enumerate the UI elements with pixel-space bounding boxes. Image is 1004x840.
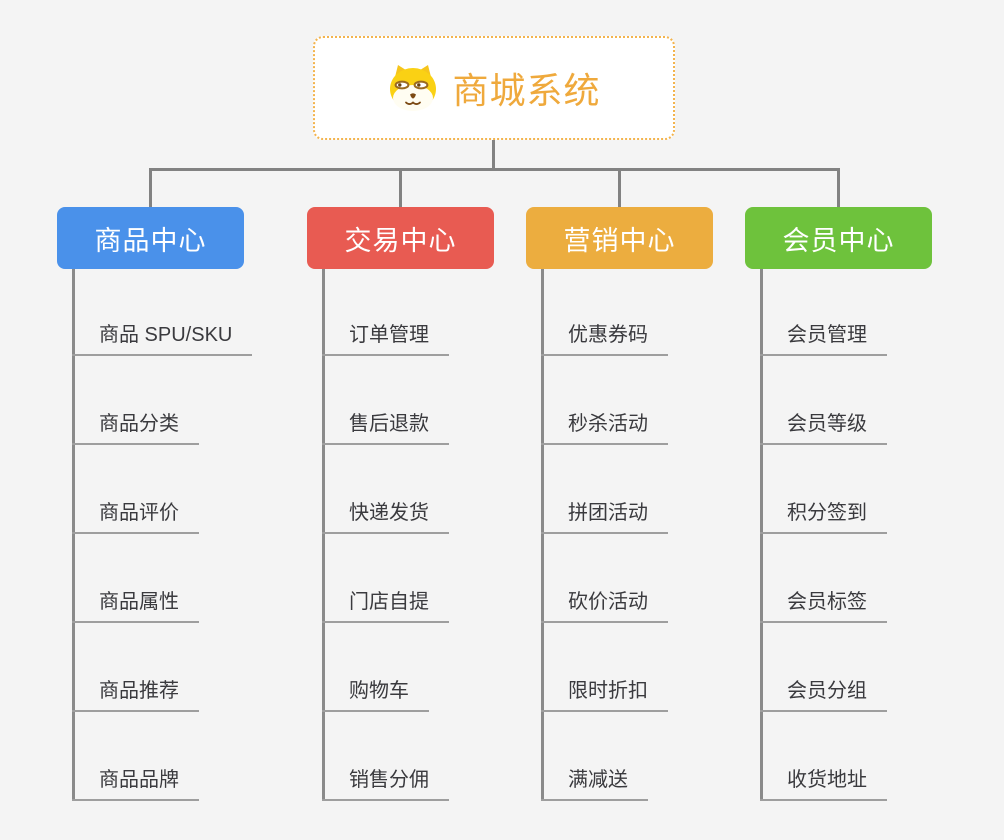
leaf-node[interactable]: 优惠券码 bbox=[541, 323, 668, 356]
leaf-node[interactable]: 满减送 bbox=[541, 768, 648, 801]
leaf-node[interactable]: 收货地址 bbox=[760, 768, 887, 801]
connector-drop-trade bbox=[399, 168, 402, 208]
leaf-node[interactable]: 门店自提 bbox=[322, 590, 449, 623]
leaf-node[interactable]: 砍价活动 bbox=[541, 590, 668, 623]
branch-node-marketing-center[interactable]: 营销中心 bbox=[526, 207, 713, 269]
branch-column-trade: 交易中心 订单管理 售后退款 快递发货 门店自提 购物车 销售分佣 bbox=[307, 207, 567, 827]
leaf-node[interactable]: 快递发货 bbox=[322, 501, 449, 534]
branch-trunk-line bbox=[541, 269, 544, 801]
connector-horizontal-bar bbox=[149, 168, 840, 171]
shiba-dog-icon bbox=[387, 64, 439, 112]
leaf-node[interactable]: 会员标签 bbox=[760, 590, 887, 623]
leaf-node[interactable]: 销售分佣 bbox=[322, 768, 449, 801]
leaf-node[interactable]: 会员管理 bbox=[760, 323, 887, 356]
leaf-node[interactable]: 会员等级 bbox=[760, 412, 887, 445]
branch-trunk-line bbox=[760, 269, 763, 801]
root-title: 商城系统 bbox=[452, 70, 601, 111]
leaf-node[interactable]: 商品评价 bbox=[72, 501, 199, 534]
leaf-node[interactable]: 商品品牌 bbox=[72, 768, 199, 801]
branch-trunk-line bbox=[322, 269, 325, 801]
connector-drop-member bbox=[837, 168, 840, 208]
leaf-node[interactable]: 商品分类 bbox=[72, 412, 199, 445]
leaf-node[interactable]: 会员分组 bbox=[760, 679, 887, 712]
leaf-node[interactable]: 售后退款 bbox=[322, 412, 449, 445]
branch-column-product: 商品中心 商品 SPU/SKU 商品分类 商品评价 商品属性 商品推荐 商品品牌 bbox=[57, 207, 317, 827]
connector-root-stem bbox=[492, 140, 495, 170]
leaf-node[interactable]: 秒杀活动 bbox=[541, 412, 668, 445]
leaf-node[interactable]: 商品推荐 bbox=[72, 679, 199, 712]
branch-column-marketing: 营销中心 优惠券码 秒杀活动 拼团活动 砍价活动 限时折扣 满减送 bbox=[526, 207, 786, 827]
leaf-node[interactable]: 商品 SPU/SKU bbox=[72, 323, 253, 356]
branch-node-trade-center[interactable]: 交易中心 bbox=[307, 207, 494, 269]
leaf-node[interactable]: 限时折扣 bbox=[541, 679, 668, 712]
branch-trunk-line bbox=[72, 269, 75, 801]
connector-drop-product bbox=[149, 168, 152, 208]
leaf-node[interactable]: 拼团活动 bbox=[541, 501, 668, 534]
root-node-mall-system[interactable]: 商城系统 bbox=[313, 36, 675, 140]
leaf-node[interactable]: 商品属性 bbox=[72, 590, 199, 623]
leaf-node[interactable]: 订单管理 bbox=[322, 323, 449, 356]
branch-node-member-center[interactable]: 会员中心 bbox=[745, 207, 932, 269]
connector-drop-marketing bbox=[618, 168, 621, 208]
branch-column-member: 会员中心 会员管理 会员等级 积分签到 会员标签 会员分组 收货地址 bbox=[745, 207, 1004, 827]
leaf-node[interactable]: 积分签到 bbox=[760, 501, 887, 534]
branch-node-product-center[interactable]: 商品中心 bbox=[57, 207, 244, 269]
leaf-node[interactable]: 购物车 bbox=[322, 679, 429, 712]
